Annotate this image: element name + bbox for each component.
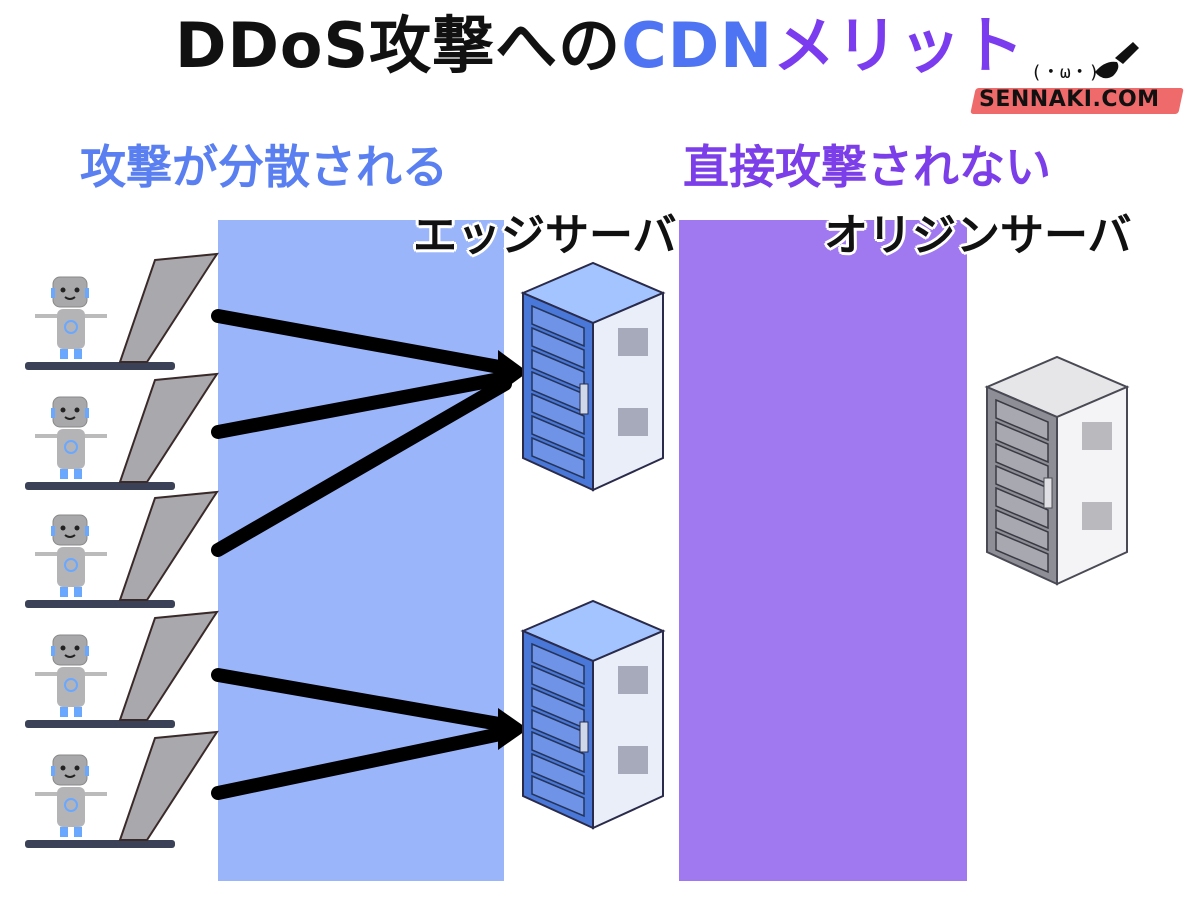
attacker-robot-icon: [25, 490, 220, 608]
origin-server-rack-icon: [984, 355, 1130, 586]
cdn-zone-band: [679, 220, 967, 881]
attacker-robot-icon: [25, 252, 220, 370]
attacker-robot-icon: [25, 610, 220, 728]
page-title: DDoS攻撃へのCDNメリット: [175, 4, 1025, 88]
title-part-cdn: CDN: [621, 9, 774, 82]
attacker-robot-icon: [25, 730, 220, 848]
edge-server-rack-icon: [520, 261, 666, 492]
attacker-robot-icon: [25, 372, 220, 490]
attack-arrow-4: [211, 668, 512, 732]
attack-arrow-5: [211, 726, 512, 800]
caption-distributed: 攻撃が分散される: [80, 140, 448, 194]
attack-arrow-3: [211, 377, 512, 557]
title-part-ddos: DDoS攻撃への: [175, 9, 622, 82]
edge-server-rack-icon: [520, 599, 666, 830]
attack-arrow-1: [211, 309, 512, 375]
caption-not-attacked: 直接攻撃されない: [683, 140, 1051, 194]
sennaki-logo: (・ω・) SENNAKI.COM: [965, 38, 1200, 128]
origin-server-label: オリジンサーバ: [824, 210, 1132, 261]
arrow-head-edge-2: [498, 708, 528, 750]
attack-arrow-2: [211, 371, 512, 439]
edge-server-label: エッジサーバ: [413, 210, 677, 261]
title-part-merit: メリット: [773, 9, 1026, 82]
logo-face: (・ω・): [1031, 62, 1100, 83]
logo-text: SENNAKI.COM: [979, 87, 1160, 112]
paintbrush-icon: [1095, 42, 1139, 79]
arrow-head-edge-1: [498, 350, 528, 394]
